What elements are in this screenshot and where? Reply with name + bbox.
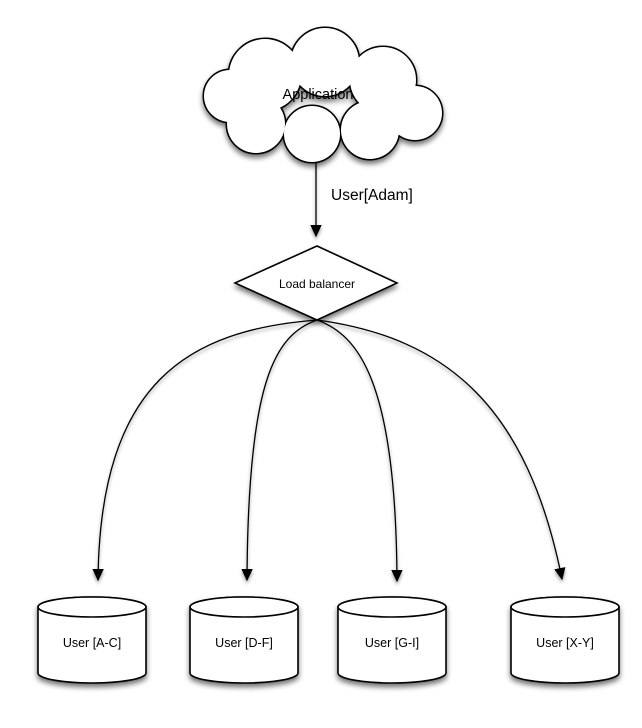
node-label-user-x-y: User [X-Y] xyxy=(536,636,594,650)
node-label-load-balancer: Load balancer xyxy=(279,277,355,291)
node-application[interactable]: Application xyxy=(202,26,444,164)
node-load-balancer[interactable]: Load balancer xyxy=(233,245,399,321)
edges-group xyxy=(92,158,566,583)
cylinder-lid xyxy=(189,596,299,618)
node-label-user-a-c: User [A-C] xyxy=(63,636,121,650)
edge-load-balancer-to-user-g-i xyxy=(316,319,403,583)
node-user-a-c[interactable]: User [A-C] xyxy=(37,596,147,684)
diamond-shape xyxy=(233,245,399,321)
edge-load-balancer-to-user-d-f xyxy=(241,319,318,582)
edge-load-balancer-to-user-x-y xyxy=(316,319,566,581)
cloud-shape-fill xyxy=(204,28,442,162)
node-label-user-d-f: User [D-F] xyxy=(215,636,273,650)
node-label-application: Application xyxy=(283,87,354,103)
cylinder-lid xyxy=(510,596,620,618)
edge-load-balancer-to-user-a-c xyxy=(92,319,318,582)
node-user-g-i[interactable]: User [G-I] xyxy=(337,596,447,684)
node-label-user-g-i: User [G-I] xyxy=(365,636,419,650)
cylinder-lid xyxy=(37,596,147,618)
edge-label-user-adam: User[Adam] xyxy=(331,187,413,204)
cylinder-lid xyxy=(337,596,447,618)
node-user-d-f[interactable]: User [D-F] xyxy=(189,596,299,684)
node-user-x-y[interactable]: User [X-Y] xyxy=(510,596,620,684)
